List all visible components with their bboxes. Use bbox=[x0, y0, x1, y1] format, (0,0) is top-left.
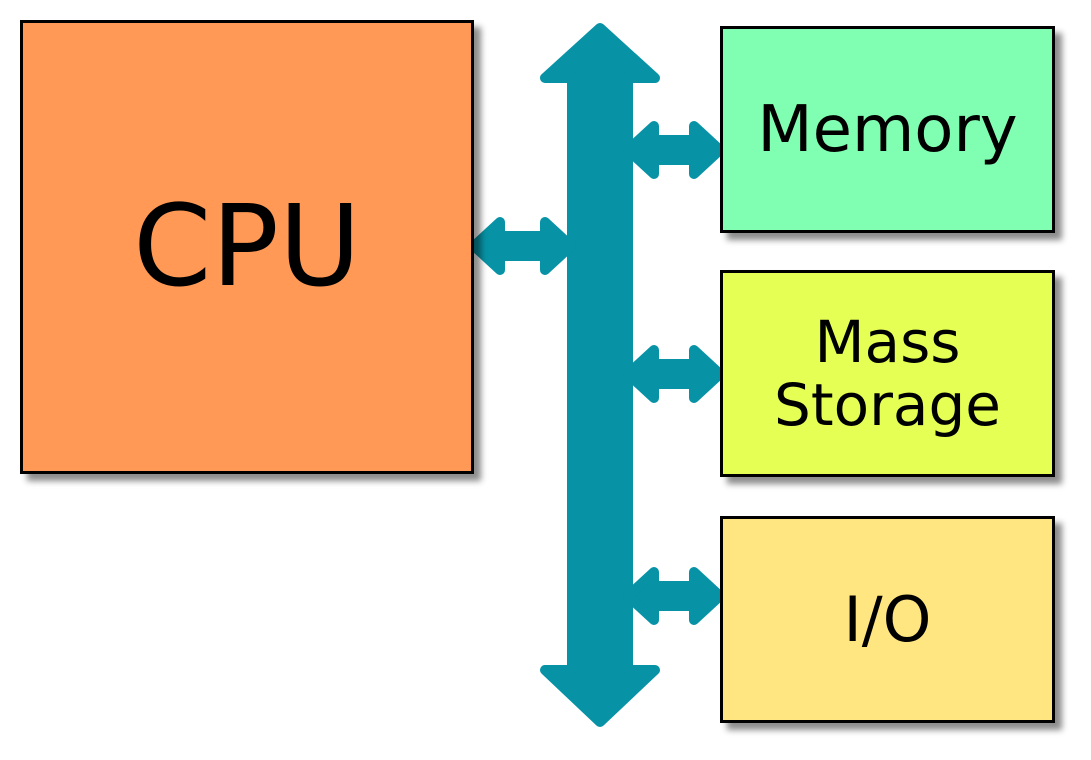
main-bus-arrow bbox=[540, 23, 660, 727]
cpu-bus-connector-arrow bbox=[469, 217, 576, 275]
mass-storage-label-line2: Storage bbox=[774, 370, 1001, 439]
memory-bus-connector-arrow bbox=[623, 121, 725, 179]
cpu-label: CPU bbox=[133, 182, 361, 312]
mass-storage-box: Mass Storage bbox=[720, 270, 1055, 477]
memory-box: Memory bbox=[720, 26, 1055, 233]
io-bus-connector-arrow bbox=[623, 567, 725, 625]
storage-bus-connector-arrow bbox=[623, 345, 725, 403]
io-label: I/O bbox=[843, 583, 932, 656]
mass-storage-label-line1: Mass bbox=[814, 307, 961, 376]
io-box: I/O bbox=[720, 516, 1055, 723]
memory-label: Memory bbox=[757, 92, 1018, 167]
cpu-box: CPU bbox=[20, 20, 474, 474]
